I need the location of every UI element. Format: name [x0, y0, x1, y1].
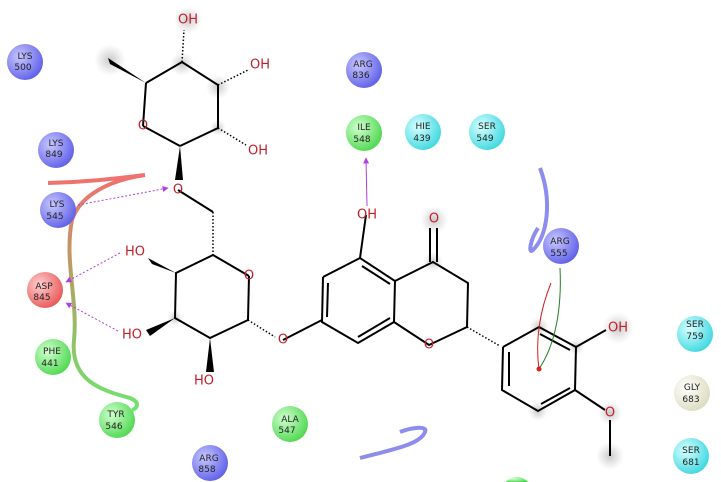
ligand-bonds	[142, 60, 611, 456]
hydrogen-bonds	[65, 157, 370, 332]
backbone-ribbon	[47, 173, 146, 412]
svg-text:GLY: GLY	[684, 383, 701, 393]
residue-arg555[interactable]: ARG 555	[543, 228, 579, 264]
svg-text:858: 858	[198, 465, 215, 475]
svg-text:ARG: ARG	[550, 237, 569, 247]
svg-text:439: 439	[413, 134, 430, 144]
backbone-ribbon-blue-2	[359, 425, 428, 460]
svg-text:836: 836	[352, 71, 369, 81]
residue-ser759[interactable]: SER 759	[677, 316, 713, 352]
residue-ser681[interactable]: SER 681	[673, 438, 709, 474]
svg-text:HO: HO	[125, 245, 145, 260]
svg-text:HO: HO	[194, 374, 214, 389]
svg-text:OH: OH	[608, 321, 628, 336]
svg-text:SER: SER	[686, 320, 704, 330]
residue-ser549[interactable]: SER 549	[469, 114, 505, 150]
backbone-ribbon-blue	[528, 167, 550, 253]
svg-text:O: O	[424, 338, 434, 353]
residue-hie439[interactable]: HIE 439	[405, 114, 441, 150]
svg-text:845: 845	[33, 293, 50, 303]
svg-text:SER: SER	[478, 122, 496, 132]
svg-text:OH: OH	[357, 208, 377, 223]
svg-text:OH: OH	[248, 144, 268, 159]
svg-text:O: O	[278, 333, 288, 348]
svg-text:HO: HO	[122, 328, 142, 343]
svg-text:441: 441	[41, 359, 58, 369]
atom-labels: OH OH OH O O O HO HO HO O OH O O OH O	[122, 13, 628, 421]
svg-text:LYS: LYS	[17, 52, 32, 62]
svg-text:547: 547	[278, 426, 295, 436]
svg-text:546: 546	[105, 422, 122, 432]
svg-text:ARG: ARG	[353, 60, 372, 70]
svg-text:549: 549	[476, 134, 493, 144]
svg-text:555: 555	[550, 249, 567, 259]
svg-text:OH: OH	[178, 13, 198, 28]
residue-ile548[interactable]: ILE 548	[346, 115, 382, 151]
svg-text:ARG: ARG	[199, 454, 218, 464]
svg-text:O: O	[605, 406, 615, 421]
svg-text:759: 759	[686, 332, 703, 342]
svg-text:683: 683	[682, 395, 699, 405]
svg-text:545: 545	[46, 212, 63, 222]
pi-cation-interaction	[536, 267, 561, 372]
svg-text:PHE: PHE	[43, 347, 61, 357]
residue-gly683[interactable]: GLY 683	[674, 375, 710, 411]
svg-text:LYS: LYS	[48, 139, 63, 149]
svg-text:849: 849	[45, 150, 62, 160]
svg-text:ASP: ASP	[35, 282, 53, 292]
residue-partial-offscreen	[505, 477, 529, 482]
residue-tyr546[interactable]: TYR 546	[99, 402, 135, 438]
svg-text:681: 681	[682, 458, 699, 468]
svg-text:LYS: LYS	[49, 200, 64, 210]
svg-text:O: O	[138, 119, 148, 134]
svg-text:O: O	[244, 269, 254, 284]
stereo-bonds	[108, 29, 501, 372]
svg-text:ILE: ILE	[357, 123, 371, 133]
svg-text:ALA: ALA	[281, 415, 299, 425]
svg-text:O: O	[429, 212, 439, 227]
svg-text:OH: OH	[250, 58, 270, 73]
svg-text:SER: SER	[682, 446, 700, 456]
svg-text:548: 548	[353, 135, 370, 145]
residue-lys545[interactable]: LYS 545	[40, 192, 76, 228]
svg-text:500: 500	[14, 63, 31, 73]
svg-text:TYR: TYR	[106, 410, 124, 420]
residue-phe441[interactable]: PHE 441	[35, 339, 71, 375]
svg-text:HIE: HIE	[415, 122, 430, 132]
svg-text:O: O	[173, 183, 183, 198]
